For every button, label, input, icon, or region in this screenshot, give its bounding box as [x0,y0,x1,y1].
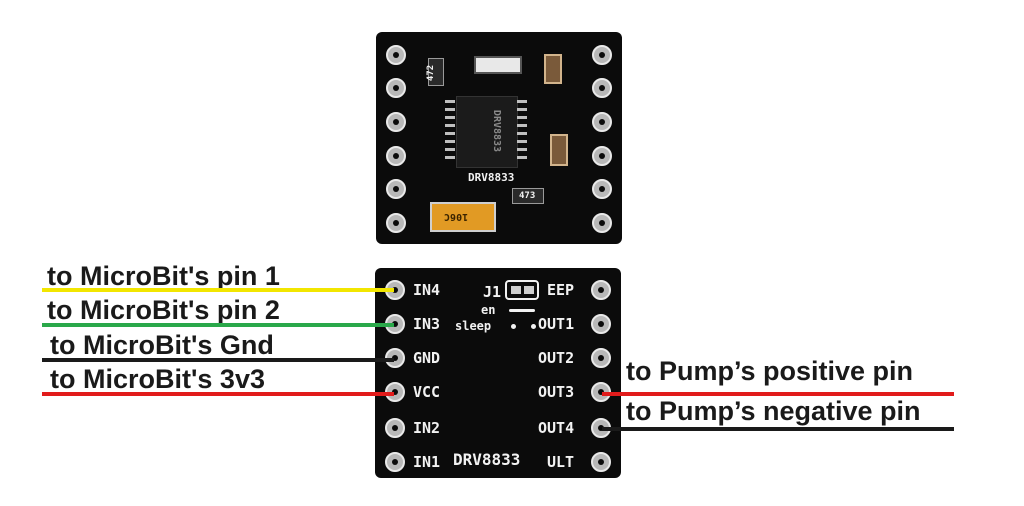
status-led [474,56,522,74]
jumper-pad [524,286,534,294]
wire-black-gnd [42,358,394,362]
chip-leg [445,148,455,151]
label-vcc: VCC [413,383,441,401]
pin-out2 [591,348,611,368]
jumper-label: J1 [483,283,502,301]
jumper-pad [511,286,521,294]
label-microbit-pin2: to MicroBit's pin 2 [47,295,280,325]
driver-chip: DRV8833 [456,96,518,168]
pin-out1 [591,314,611,334]
board-name-label: DRV8833 [453,450,521,469]
resistor-473: 473 [512,188,544,204]
header-pin [592,146,612,166]
chip-leg [445,140,455,143]
wire-yellow [42,288,394,292]
wire-red-pump [602,392,954,396]
header-pin [386,45,406,65]
board-bottom-pinout: IN4 IN3 GND VCC IN2 IN1 EEP OUT1 OUT2 OU… [375,268,621,478]
chip-leg [517,140,527,143]
pin-in2 [385,418,405,438]
wire-green [42,323,394,327]
sleep-label: sleep [455,319,492,333]
label-microbit-gnd: to MicroBit's Gnd [50,330,274,360]
header-pin [592,179,612,199]
header-pin [592,45,612,65]
en-trace [509,309,535,312]
pin-in1 [385,452,405,472]
chip-marking: DRV8833 [491,109,503,153]
resistor-472: 472 [426,58,444,86]
label-in3: IN3 [413,315,441,333]
header-pin [386,78,406,98]
chip-leg [517,132,527,135]
pin-in4 [385,280,405,300]
en-label: en [481,303,496,317]
header-pin [592,112,612,132]
label-gnd: GND [413,349,441,367]
chip-leg [445,132,455,135]
label-microbit-pin1: to MicroBit's pin 1 [47,261,280,291]
top-silkscreen-label: DRV8833 [468,171,515,184]
tantalum-label: 106C [444,211,469,222]
jumper-pads [505,280,539,300]
chip-leg [517,156,527,159]
chip-leg [517,116,527,119]
label-out4: OUT4 [538,419,575,437]
chip-leg [445,108,455,111]
label-in4: IN4 [413,281,441,299]
chip-leg [445,156,455,159]
tantalum-capacitor: 106C [430,202,496,232]
label-pump-positive: to Pump’s positive pin [626,356,914,386]
resistor-473-label: 473 [519,191,536,201]
ceramic-capacitor [544,54,562,84]
chip-leg [445,116,455,119]
chip-leg [445,100,455,103]
label-microbit-3v3: to MicroBit's 3v3 [50,364,265,394]
label-out1: OUT1 [538,315,575,333]
header-pin [386,179,406,199]
header-pin [592,213,612,233]
header-pin [386,112,406,132]
ceramic-capacitor [550,134,568,166]
header-pin [386,213,406,233]
resistor-472-label: 472 [426,64,437,82]
chip-leg [445,124,455,127]
label-in2: IN2 [413,419,441,437]
chip-leg [517,148,527,151]
chip-leg [517,124,527,127]
board-top-photo: 472 DRV8833 DRV8833 473 106C [376,32,622,244]
pin-ult [591,452,611,472]
label-out3: OUT3 [538,383,575,401]
pin-gnd [385,348,405,368]
chip-leg [517,108,527,111]
chip-leg [517,100,527,103]
label-out2: OUT2 [538,349,575,367]
header-pin [386,146,406,166]
label-pump-negative: to Pump’s negative pin [626,396,921,426]
dot [511,324,516,329]
label-in1: IN1 [413,453,441,471]
header-pin [592,78,612,98]
label-ult: ULT [547,453,575,471]
dot [531,324,536,329]
wire-black-pump [602,427,954,431]
pin-eep [591,280,611,300]
wire-red-3v3 [42,392,394,396]
label-eep: EEP [547,281,575,299]
